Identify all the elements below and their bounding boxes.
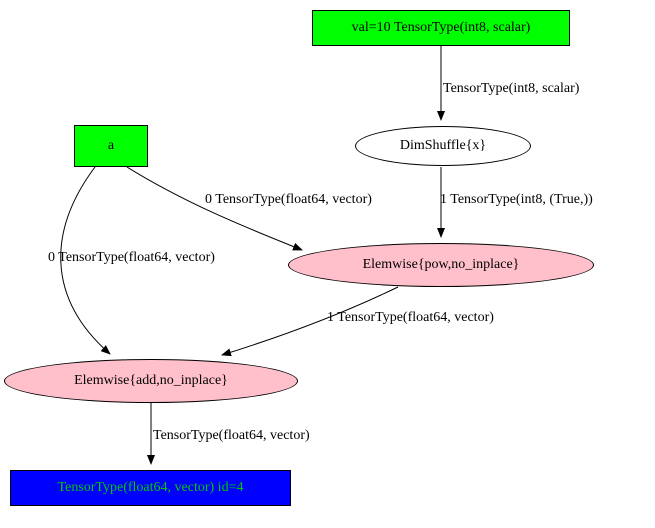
node-input-a-label: a: [107, 138, 115, 153]
edge-a-pow: [126, 166, 303, 251]
edge-label-a-add: 0 TensorType(float64, vector): [48, 250, 215, 265]
node-apply-add: Elemwise{add,no_inplace}: [4, 359, 298, 403]
node-constant-val10-label: val=10 TensorType(int8, scalar): [351, 20, 531, 35]
node-output-tensor: TensorType(float64, vector) id=4: [10, 470, 291, 506]
node-constant-val10: val=10 TensorType(int8, scalar): [312, 10, 570, 46]
node-apply-dimshuffle-label: DimShuffle{x}: [399, 138, 487, 153]
node-apply-pow: Elemwise{pow,no_inplace}: [288, 243, 594, 287]
node-apply-pow-label: Elemwise{pow,no_inplace}: [362, 257, 520, 272]
node-apply-add-label: Elemwise{add,no_inplace}: [74, 373, 228, 388]
node-apply-dimshuffle: DimShuffle{x}: [355, 126, 531, 166]
node-output-tensor-label: TensorType(float64, vector) id=4: [57, 480, 244, 495]
edge-label-pow-add: 1 TensorType(float64, vector): [327, 310, 494, 325]
edge-label-val10-dimshuffle: TensorType(int8, scalar): [443, 81, 580, 96]
edge-label-add-output: TensorType(float64, vector): [153, 428, 310, 443]
node-input-a: a: [74, 125, 148, 167]
edge-label-a-pow: 0 TensorType(float64, vector): [205, 192, 372, 207]
edge-label-dimshuffle-pow: 1 TensorType(int8, (True,)): [440, 192, 593, 207]
